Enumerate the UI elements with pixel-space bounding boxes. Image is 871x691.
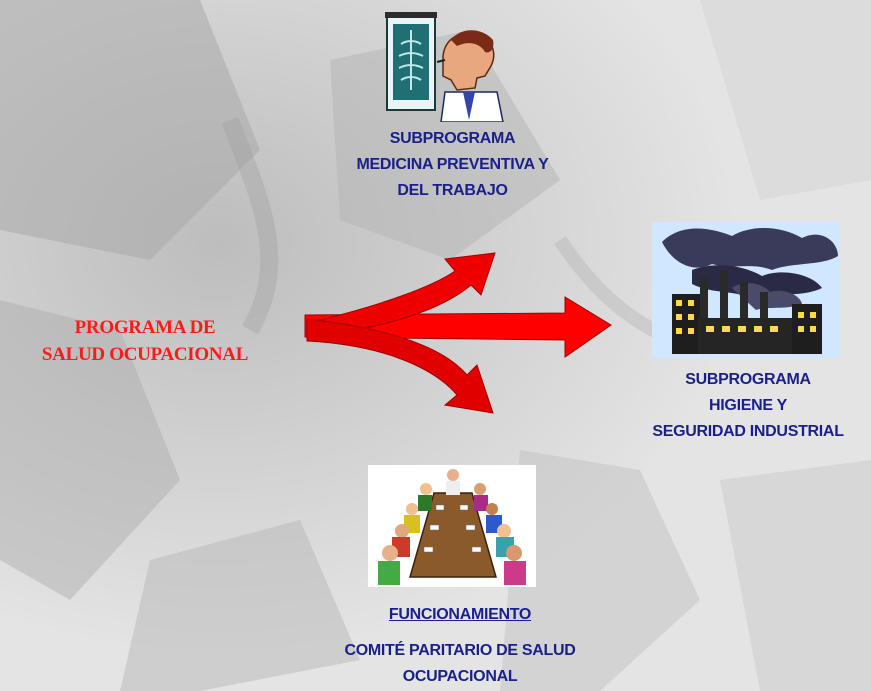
- medicina-label-line3: DEL TRABAJO: [397, 182, 508, 199]
- factory-pollution-icon: [652, 222, 840, 358]
- doctor-xray-icon: [385, 12, 504, 122]
- medicina-label-line1: SUBPROGRAMA: [389, 130, 516, 147]
- higiene-label: SUBPROGRAMA HIGIENE Y SEGURIDAD INDUSTRI…: [625, 367, 871, 445]
- program-title-line2: SALUD OCUPACIONAL: [41, 344, 249, 365]
- medicina-label: SUBPROGRAMA MEDICINA PREVENTIVA Y DEL TR…: [300, 126, 605, 204]
- branching-arrows: [304, 252, 612, 414]
- program-title-line1: PROGRAMA DE: [74, 317, 216, 338]
- comite-heading: FUNCIONAMIENTO: [388, 606, 532, 623]
- meeting-table-icon: [368, 465, 536, 587]
- program-title: PROGRAMA DE SALUD OCUPACIONAL: [0, 314, 290, 368]
- higiene-label-line2: HIGIENE Y: [709, 397, 787, 414]
- comite-label: FUNCIONAMIENTO COMITÉ PARITARIO DE SALUD…: [290, 602, 630, 690]
- arrow-up: [306, 252, 496, 338]
- arrow-down: [306, 318, 494, 414]
- higiene-label-line1: SUBPROGRAMA: [685, 371, 811, 388]
- medicina-label-line2: MEDICINA PREVENTIVA Y: [356, 156, 549, 173]
- comite-label-line1: COMITÉ PARITARIO DE SALUD: [344, 642, 576, 659]
- higiene-label-line3: SEGURIDAD INDUSTRIAL: [652, 423, 844, 440]
- comite-label-line2: OCUPACIONAL: [402, 668, 518, 685]
